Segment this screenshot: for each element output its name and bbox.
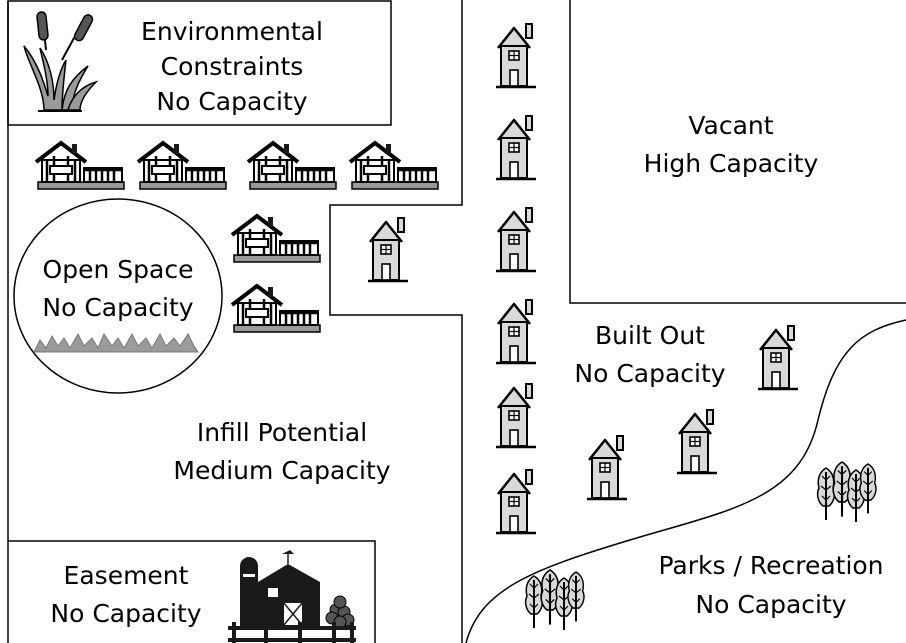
townhouse-icon xyxy=(348,141,440,191)
easement-zone-border xyxy=(8,540,376,643)
easement-line2: No Capacity xyxy=(50,599,201,628)
cattail-plant-icon xyxy=(23,11,99,112)
townhouse-icon xyxy=(246,141,338,191)
townhouse-icon xyxy=(34,141,126,191)
townhouse-icon xyxy=(136,141,228,191)
open-space-line1: Open Space xyxy=(43,255,194,284)
house-icon xyxy=(366,216,410,283)
zone-borders xyxy=(7,0,906,643)
grass-icon xyxy=(33,332,199,353)
vacant-zone-border xyxy=(569,0,906,304)
parks-zone-border xyxy=(465,319,906,643)
infill-line2: Medium Capacity xyxy=(173,456,390,485)
townhouse-icon xyxy=(230,284,322,334)
infill-line1: Infill Potential xyxy=(197,418,367,447)
house-group xyxy=(366,22,800,535)
house-icon xyxy=(675,408,719,475)
house-icon xyxy=(494,298,538,365)
vacant-line2: High Capacity xyxy=(644,149,819,178)
house-icon xyxy=(494,114,538,181)
open-space-border xyxy=(13,198,223,394)
environmental-line2: Constraints xyxy=(161,52,304,81)
environmental-line3: No Capacity xyxy=(156,87,307,116)
parks-line2: No Capacity xyxy=(695,590,846,619)
tree-cluster-icon xyxy=(818,462,876,522)
house-icon xyxy=(494,206,538,273)
house-icon xyxy=(494,468,538,535)
built-out-line1: Built Out xyxy=(595,321,705,350)
farm-barn-icon xyxy=(228,550,356,643)
environmental-line1: Environmental xyxy=(141,17,323,46)
infill-zone-border xyxy=(329,0,463,643)
townhouse-icon xyxy=(230,214,322,264)
tree-cluster-icon xyxy=(526,570,584,630)
house-icon xyxy=(756,324,800,391)
open-space-line2: No Capacity xyxy=(42,293,193,322)
vacant-line1: Vacant xyxy=(688,111,773,140)
parks-line1: Parks / Recreation xyxy=(658,551,883,580)
built-out-line2: No Capacity xyxy=(574,359,725,388)
house-icon xyxy=(494,382,538,449)
easement-line1: Easement xyxy=(64,561,189,590)
house-icon xyxy=(494,22,538,89)
house-icon xyxy=(585,434,629,501)
